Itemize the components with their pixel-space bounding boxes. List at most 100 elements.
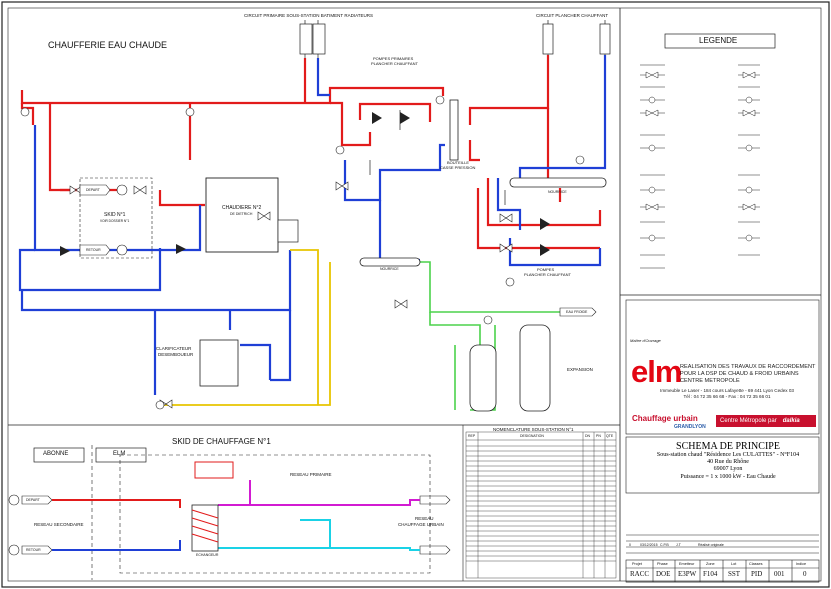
- primary-network-label: RESEAU PRIMAIRE: [290, 472, 332, 477]
- rev-index: 0: [629, 543, 631, 547]
- hdr-classes: Classes: [749, 562, 763, 566]
- title-block-frame: [625, 299, 820, 583]
- cold-water-label: EAU FROIDE: [566, 310, 588, 314]
- owner-label: Maître d'Ouvrage: [630, 338, 661, 343]
- elm-label: ELM: [113, 451, 126, 457]
- nomenclature-col-pn: PN: [596, 434, 601, 438]
- schema-line-1: Sous-station chaud "Résidence Les CULATT…: [656, 452, 800, 458]
- exchanger-label: ECHANGEUR: [196, 553, 219, 557]
- pressure-bottle-icon: [449, 99, 459, 161]
- elm-address: Immeuble Le Laser - 184 cours Lafayette …: [632, 388, 822, 400]
- secondary-network-label: RESEAU SECONDAIRE: [34, 522, 84, 527]
- nomenclature-col-qte: QTE: [606, 434, 614, 438]
- schema-subtitle: Sous-station chaud "Résidence Les CULATT…: [630, 452, 826, 481]
- connector-a-icon: [116, 244, 128, 256]
- code-lot: SST: [728, 570, 741, 578]
- hdr-zone: Zone: [706, 562, 715, 566]
- nomenclature-col-designation: DESIGNATION: [520, 434, 544, 438]
- valve-icons: [69, 181, 513, 409]
- manifold-bottom-icon: [359, 257, 421, 267]
- clarifier-label: CLARIFICATEUR: [156, 346, 192, 351]
- dalkia-logo: dalkia: [782, 418, 800, 424]
- hdr-lot: Lot: [731, 562, 737, 566]
- skid-connector-b-icon: [8, 494, 20, 506]
- nomenclature-col-rep: REP: [468, 434, 476, 438]
- skid-depart-label: DEPART: [26, 498, 40, 502]
- primary-pumps-label-2: PLANCHER CHAUFFANT: [371, 61, 418, 66]
- connector-b-icon: [116, 184, 128, 196]
- legend-symbols: [640, 64, 760, 269]
- chauffage-urbain-logo: Chauffage urbain: [632, 414, 698, 423]
- abonne-label: ABONNE: [43, 451, 69, 457]
- code-indice: 0: [803, 570, 807, 578]
- hdr-emetteur: Emetteur: [679, 562, 695, 566]
- code-emetteur: E3PW: [678, 570, 697, 578]
- rev-checker: J.T: [676, 543, 681, 547]
- manifold-bottom-label: NOURRICE: [380, 267, 399, 271]
- rev-description: Réalisé originale: [698, 543, 724, 547]
- legend-title: LEGENDE: [699, 36, 738, 45]
- expansion-vessel-icon: [469, 344, 497, 412]
- urban-network-label: RESEAU: [415, 516, 434, 521]
- code-phase: DOE: [656, 570, 671, 578]
- elm-tagline: REALISATION DES TRAVAUX DE RACCORDEMENT …: [680, 364, 816, 384]
- phone-line: Tél : 04 72 35 66 68 - Fax : 04 72 35 66…: [683, 394, 771, 399]
- code-classes: PID: [751, 570, 763, 578]
- pump-icons: [60, 112, 550, 256]
- retour-label: RETOUR: [86, 248, 101, 252]
- floor-pumps-label-2: PLANCHER CHAUFFANT: [524, 272, 571, 277]
- depart-tag: [79, 184, 111, 196]
- elm-logo: elm: [631, 354, 682, 389]
- boiler-label: CHAUDIERE N°2: [222, 205, 262, 211]
- clarifier-label-2: DESEMBOUEUR: [158, 352, 194, 357]
- centre-metropole-text: Centre Métropole par: [720, 418, 777, 424]
- burner-icon: [277, 219, 299, 243]
- cold-fill-pipes: [160, 249, 331, 406]
- skid-sub-label: VOIR DOSSIER N°1: [100, 219, 130, 223]
- address-line: Immeuble Le Laser - 184 cours Lafayette …: [660, 388, 794, 393]
- hdr-phase: Phase: [657, 562, 668, 566]
- urban-retour-tag: [419, 545, 451, 555]
- expansion-label: EXPANSION: [567, 367, 593, 372]
- manifold-top-label: NOURRICE: [548, 190, 567, 194]
- main-title: CHAUFFERIE EAU CHAUDE: [48, 40, 168, 50]
- vent-column-icon: [542, 23, 554, 55]
- skid-section-title: SKID DE CHAUFFAGE N°1: [172, 437, 271, 446]
- heat-exchanger-icon: [191, 504, 219, 552]
- skid-depart-tag: [21, 495, 53, 505]
- code-sheet: 001: [774, 570, 785, 578]
- skid-box: [79, 177, 153, 259]
- clarifier-icon: [199, 339, 239, 387]
- urban-depart-tag: [419, 495, 451, 505]
- primary-pumps-label: POMPES PRIMAIRES: [373, 56, 414, 61]
- vent-column-icon: [299, 23, 313, 55]
- rev-author: C.P.B: [660, 543, 669, 547]
- skid-retour-label: RETOUR: [26, 548, 41, 552]
- vent-column-icon: [599, 23, 611, 55]
- skid-label: SKID N°1: [104, 212, 126, 218]
- bottle-label-2: CASSE PRESSION: [440, 165, 476, 170]
- legend-title-box: [664, 33, 776, 49]
- depart-label: DEPART: [86, 188, 100, 192]
- vent-column-icon: [312, 23, 326, 55]
- code-zone: F104: [703, 570, 718, 578]
- centre-metropole-badge: Centre Métropole par dalkia: [716, 415, 816, 427]
- expansion-vessel-icon: [519, 324, 551, 412]
- urban-network-label-2: CHAUFFAGE URBAIN: [398, 522, 444, 527]
- gauge-icons: [20, 95, 585, 410]
- controller-box: [194, 461, 234, 479]
- rev-date: 03/12/2015: [640, 543, 658, 547]
- nomenclature-title: NOMENCLATURE SOUS-STATION N°1: [493, 427, 574, 432]
- manifold-top-icon: [509, 177, 607, 188]
- nomenclature-col-dn: DN: [585, 434, 591, 438]
- circuit-floor-label: CIRCUIT PLANCHER CHAUFFANT: [536, 13, 609, 18]
- nomenclature-table: [465, 431, 617, 579]
- boiler-sub-label: DE DIETRICH: [230, 212, 253, 216]
- code-projet: RACC: [630, 570, 650, 578]
- schema-line-2: 40 Rue du Rhône: [707, 459, 749, 466]
- schema-title: SCHEMA DE PRINCIPE: [676, 441, 780, 452]
- supply-pipes: [20, 55, 602, 250]
- floor-pumps-label: POMPES: [537, 267, 555, 272]
